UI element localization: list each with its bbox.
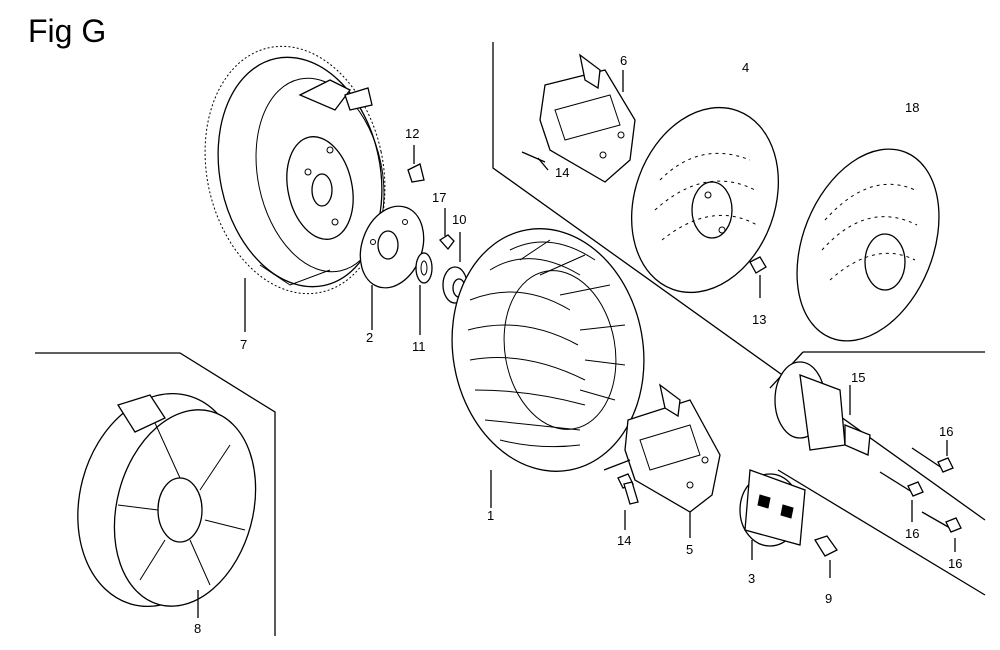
- leader-lines: [244, 157, 549, 335]
- bolt-16-bottom: [921, 511, 962, 552]
- label-6: 6: [620, 53, 627, 68]
- cooling-fan: [451, 228, 645, 472]
- label-5: 5: [686, 542, 693, 557]
- label-16-bottom: 16: [948, 556, 962, 571]
- label-7: 7: [240, 337, 247, 352]
- label-12: 12: [405, 126, 419, 141]
- bolt-16-middle: [879, 471, 924, 522]
- starter-pulley: [77, 392, 257, 618]
- part-labels: 1 2 3 4 5 6 7 8 9 10 11 12 13 14 14 15 1…: [194, 53, 962, 636]
- bolt-13: [749, 256, 767, 298]
- starter-cup: [739, 469, 806, 560]
- figure-title: Fig G: [28, 13, 106, 49]
- label-13: 13: [752, 312, 766, 327]
- bracket-upper: [521, 53, 636, 183]
- shaft-assembly: [774, 361, 871, 456]
- label-14-lower: 14: [617, 533, 631, 548]
- rotor-disc-4: [630, 106, 780, 294]
- label-17: 17: [432, 190, 446, 205]
- label-8: 8: [194, 621, 201, 636]
- label-4: 4: [742, 60, 749, 75]
- bracket-lower: [603, 383, 721, 538]
- bolt-9: [814, 535, 838, 578]
- label-1: 1: [487, 508, 494, 523]
- flywheel-ring-gear: [204, 45, 386, 295]
- bolt-16-top: [911, 440, 954, 473]
- label-16-top: 16: [939, 424, 953, 439]
- label-18: 18: [905, 100, 919, 115]
- plate-washer: [359, 205, 425, 289]
- label-14-upper: 14: [555, 165, 569, 180]
- label-3: 3: [748, 571, 755, 586]
- label-10: 10: [452, 212, 466, 227]
- label-2: 2: [366, 330, 373, 345]
- label-15: 15: [851, 370, 865, 385]
- label-11: 11: [412, 339, 426, 354]
- label-16-middle: 16: [905, 526, 919, 541]
- rotor-disc-18: [796, 148, 940, 342]
- label-9: 9: [825, 591, 832, 606]
- bolt-14-lower: [617, 473, 639, 530]
